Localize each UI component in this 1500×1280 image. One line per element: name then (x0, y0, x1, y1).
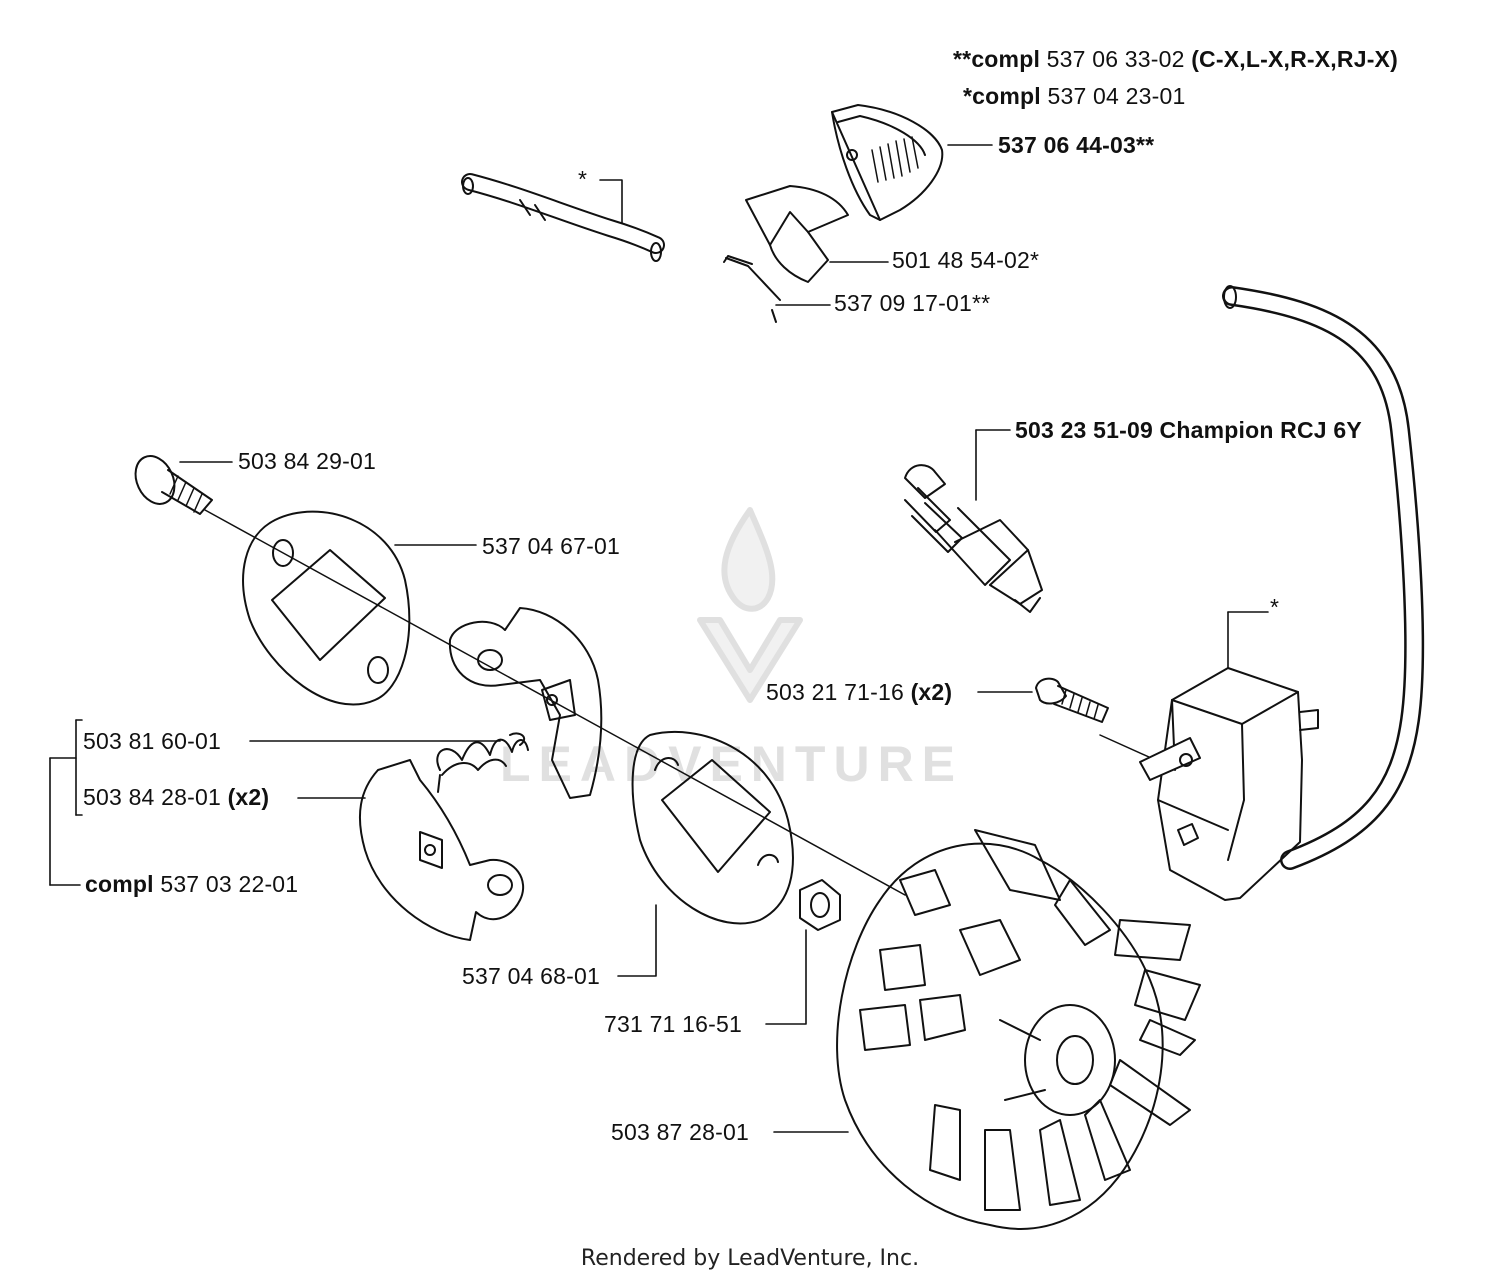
label-screw-top: 503 84 29-01 (238, 448, 376, 474)
label-shoe: 503 84 28-01 (x2) (83, 784, 270, 810)
watermark-logo-icon (697, 507, 803, 703)
ignition-screw-part (1035, 677, 1109, 723)
axis-lines (204, 509, 1161, 896)
flywheel-nut-part (799, 879, 841, 931)
spark-plug-part (904, 464, 1043, 613)
clutch-plate-part (631, 730, 794, 925)
label-ignition-screw: 503 21 71-16 (x2) (766, 679, 953, 705)
label-ignition-star: * (1270, 594, 1280, 620)
ignition-module-part (1139, 667, 1319, 901)
clutch-spring-part (436, 732, 529, 793)
label-compl-full: **compl 537 06 33-02 (C-X,L-X,R-X,RJ-X) (953, 46, 1398, 72)
clutch-shoe-lower-part (358, 759, 525, 941)
label-spring: 503 81 60-01 (83, 728, 221, 754)
label-flywheel: 503 87 28-01 (611, 1119, 749, 1145)
label-compl-sub: *compl 537 04 23-01 (963, 83, 1186, 109)
label-clutch-compl: compl 537 03 22-01 (85, 871, 299, 897)
label-plate: 537 04 68-01 (462, 963, 600, 989)
clutch-screw-part (134, 455, 213, 515)
label-nut: 731 71 16-51 (604, 1011, 742, 1037)
label-washer-plate: 537 04 67-01 (482, 533, 620, 559)
clutch-washer-plate-part (242, 510, 411, 706)
label-spark-plug: 503 23 51-09 Champion RCJ 6Y (1015, 417, 1362, 443)
leader-lines (49, 144, 1269, 1133)
fuel-hose-part (461, 173, 665, 262)
label-bracket: 537 09 17-01** (834, 290, 991, 316)
flywheel-part (836, 829, 1201, 1230)
label-hose-star: * (578, 166, 588, 192)
label-cover: 537 06 44-03** (998, 132, 1155, 158)
cylinder-cover-part (831, 104, 944, 221)
label-shield: 501 48 54-02* (892, 247, 1040, 273)
clutch-shoe-upper-part (448, 607, 603, 799)
ignition-lead-part (1222, 285, 1425, 870)
heat-shield-part (723, 185, 849, 323)
footer-credit: Rendered by LeadVenture, Inc. (580, 1246, 920, 1271)
